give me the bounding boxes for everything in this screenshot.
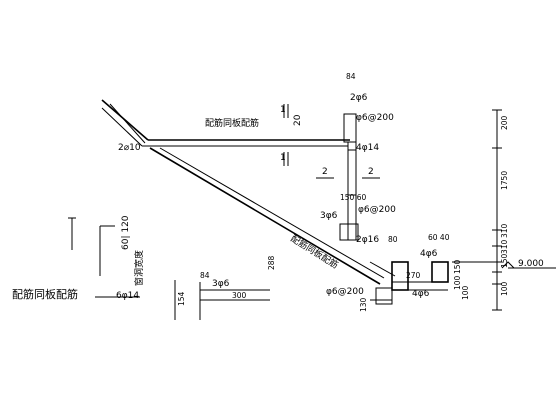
dim-20-label: 20 bbox=[293, 114, 303, 126]
rebar-phi6-200-low: φ6@200 bbox=[326, 287, 364, 297]
rebar-4phi6-right: 4φ6 bbox=[420, 249, 438, 259]
slab-bottom-slope bbox=[101, 107, 143, 147]
slab-rebar-line bbox=[109, 103, 146, 144]
beam-head bbox=[343, 113, 357, 143]
dim-60-40: 60 40 bbox=[428, 233, 450, 242]
rebar-3phi6-mid: 3φ6 bbox=[320, 211, 338, 221]
dim-60-120: 60| 120 bbox=[121, 215, 131, 250]
dim-right-200: 200 bbox=[500, 115, 509, 130]
bottom-detail bbox=[95, 280, 270, 320]
upper-slab bbox=[101, 99, 350, 147]
rebar-2phi6-top: 2φ6 bbox=[350, 93, 368, 103]
dim-100b: 100 bbox=[461, 285, 470, 300]
dim-84-detail: 84 bbox=[200, 271, 210, 280]
rebar-2phi10-label: 2⌀10 bbox=[118, 143, 141, 153]
dim-100a: 100 bbox=[453, 275, 462, 290]
rebar-2phi16: 2φ16 bbox=[356, 235, 379, 245]
rebar-6phi14: 6φ14 bbox=[116, 291, 139, 301]
dim-154: 154 bbox=[177, 291, 186, 306]
dim-150b: 150 bbox=[453, 259, 462, 274]
section-2-right: 2 bbox=[368, 167, 374, 177]
section-2-left: 2 bbox=[322, 167, 328, 177]
window-width-label: 窗洞宽度 bbox=[133, 250, 145, 286]
dim-150-60: 150 60 bbox=[340, 193, 366, 202]
dim-right-150: 150 bbox=[500, 253, 509, 268]
rebar-phi6-200-top: φ6@200 bbox=[356, 113, 394, 123]
stair-slab-end bbox=[369, 261, 396, 277]
stair-slab bbox=[149, 147, 396, 285]
elevation-marker bbox=[501, 261, 556, 269]
rebar-4phi14-top: 4φ14 bbox=[356, 143, 379, 153]
section-1-top: 1 bbox=[280, 105, 286, 115]
dim-right-100: 100 bbox=[500, 281, 509, 296]
vertical-beam bbox=[339, 113, 359, 241]
stair-slab-top bbox=[159, 147, 385, 279]
right-dimension-chain bbox=[452, 109, 502, 311]
section-marks bbox=[283, 104, 380, 179]
labels: 配筋同板配筋 2⌀10 20 1 1 2 2 84 2φ6 φ6@200 4φ1… bbox=[12, 72, 544, 312]
stair-slab-bottom bbox=[149, 147, 381, 285]
left-slab-rebar-label: 配筋同板配筋 bbox=[12, 287, 78, 301]
small-column bbox=[375, 287, 393, 305]
section-1-bottom: 1 bbox=[280, 153, 286, 163]
dim-130: 130 bbox=[359, 297, 368, 312]
dim-right-1750: 1750 bbox=[500, 171, 509, 190]
rebar-4phi6-low: 4φ6 bbox=[412, 289, 430, 299]
landing-beam-right bbox=[431, 261, 449, 283]
elevation-value: 9.000 bbox=[518, 259, 544, 269]
dim-right-310b: 310 bbox=[500, 239, 509, 254]
dim-84-top: 84 bbox=[346, 72, 356, 81]
dim-80: 80 bbox=[388, 235, 398, 244]
dim-288: 288 bbox=[267, 255, 276, 270]
dim-270: 270 bbox=[406, 271, 421, 280]
beam-mid-block bbox=[339, 223, 359, 241]
elevation-triangle bbox=[501, 261, 515, 269]
dim-300-detail: 300 bbox=[232, 291, 247, 300]
rebar-3phi6-detail: 3φ6 bbox=[212, 279, 230, 289]
rebar-phi6-200-mid: φ6@200 bbox=[358, 205, 396, 215]
top-slab-rebar-label: 配筋同板配筋 bbox=[205, 117, 259, 129]
dim-right-310a: 310 bbox=[500, 223, 509, 238]
window-detail bbox=[68, 217, 115, 276]
lower-beam bbox=[370, 261, 449, 305]
